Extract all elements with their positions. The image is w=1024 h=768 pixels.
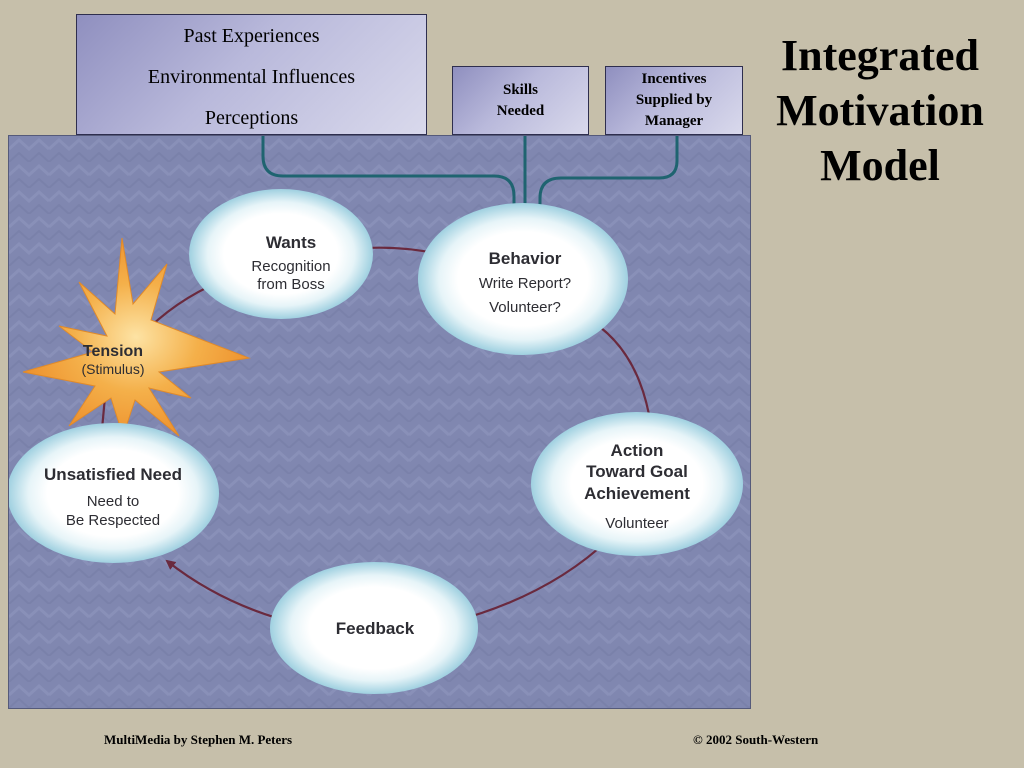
incentives-connector	[535, 136, 679, 244]
title-line-2: Motivation	[776, 86, 984, 135]
unsatisfied-need-title: Unsatisfied Need	[44, 465, 182, 484]
action-title-3: Achievement	[584, 484, 690, 503]
feedback-node	[270, 562, 478, 694]
environmental-influences-label: Environmental Influences	[147, 66, 356, 88]
unsatisfied-need-node	[9, 423, 219, 563]
wants-node	[189, 189, 373, 319]
footer-copyright: © 2002 South-Western	[693, 732, 819, 747]
wants-title: Wants	[266, 233, 316, 252]
skills-line-2: Needed	[496, 102, 545, 119]
skills-line-1: Skills	[502, 81, 539, 98]
behavior-line-1: Write Report?	[479, 275, 571, 292]
slide-title: Integrated Motivation Model	[760, 28, 1000, 193]
perceptions-label: Perceptions	[204, 107, 299, 129]
action-title-1: Action	[611, 441, 664, 460]
influences-box: Past Experiences Environmental Influence…	[76, 14, 427, 135]
footer-credit: MultiMedia by Stephen M. Peters	[104, 732, 293, 747]
tension-line-1: (Stimulus)	[81, 361, 144, 377]
past-experiences-label: Past Experiences	[183, 25, 320, 47]
incentives-line-3: Manager	[644, 113, 704, 129]
incentives-line-2: Supplied by	[635, 92, 713, 108]
influences-connector	[261, 136, 519, 244]
tension-title: Tension	[83, 343, 143, 360]
unsatisfied-need-line-2: Be Respected	[66, 512, 160, 529]
incentives-line-1: Incentives	[641, 71, 707, 87]
unsatisfied-need-line-1: Need to	[87, 493, 140, 510]
skills-box: Skills Needed	[452, 66, 589, 135]
behavior-line-2: Volunteer?	[489, 299, 561, 316]
feedback-title: Feedback	[336, 619, 415, 638]
title-line-1: Integrated	[781, 31, 979, 80]
cycle-diagram: Wants Recognition from Boss Behavior Wri…	[9, 136, 750, 708]
behavior-title: Behavior	[489, 249, 562, 268]
action-title-2: Toward Goal	[586, 462, 688, 481]
wants-line-2: from Boss	[257, 276, 325, 293]
diagram-panel: Wants Recognition from Boss Behavior Wri…	[8, 135, 751, 709]
behavior-node	[418, 203, 628, 355]
title-line-3: Model	[820, 141, 940, 190]
incentives-box: Incentives Supplied by Manager	[605, 66, 743, 135]
wants-line-1: Recognition	[251, 258, 330, 275]
action-node	[531, 412, 743, 556]
action-line-1: Volunteer	[605, 515, 668, 532]
